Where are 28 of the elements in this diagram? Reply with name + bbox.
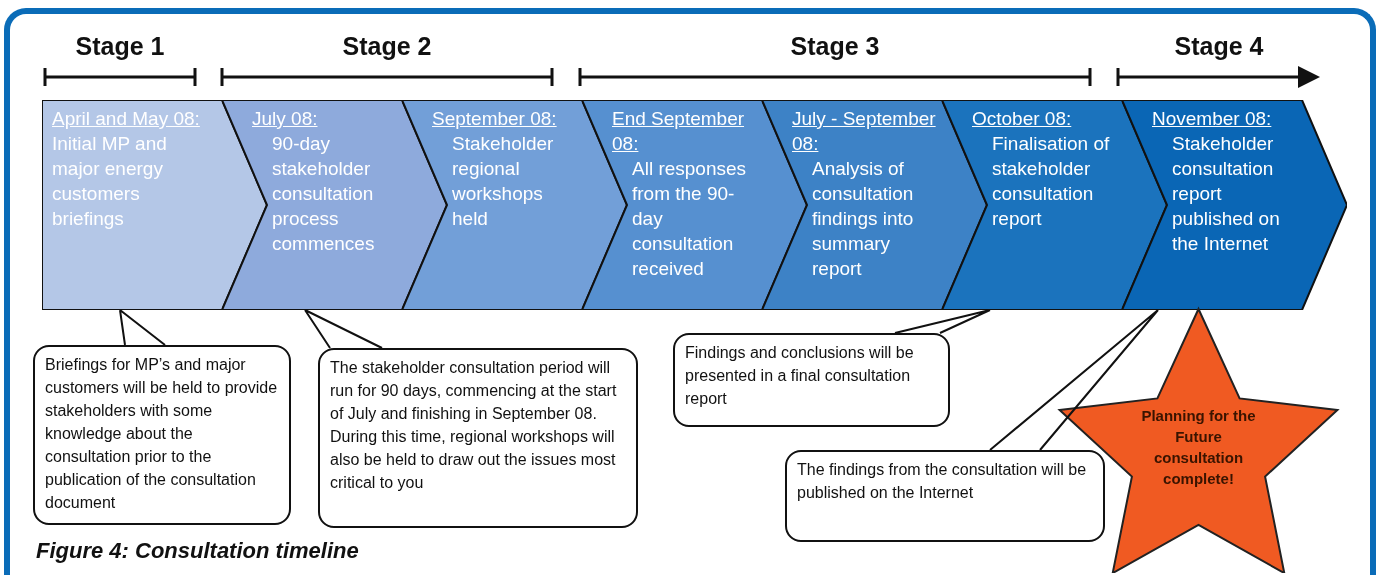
callout-bubble: Findings and conclusions will be presented in a final consultation report	[673, 333, 950, 427]
step-text: Finalisation of stakeholder consultation report	[992, 132, 1111, 231]
star-text: Planning for the Future consultation complete!	[1140, 406, 1257, 489]
stage-label: Stage 2	[341, 32, 433, 61]
step-text: Stakeholder regional workshops held	[452, 132, 555, 231]
step-text: Analysis of consultation findings into summary report	[812, 157, 915, 281]
stage-label: Stage 4	[1173, 32, 1265, 61]
date-heading: October 08:	[972, 107, 1073, 131]
date-heading: End September 08:	[612, 107, 746, 156]
step-text: 90-day stakeholder consultation process commences	[272, 132, 376, 256]
date-heading: April and May 08:	[52, 107, 201, 131]
callout-bubble: Briefings for MP’s and major customers will be held to provide stakeholders with some knowledge about the consultation prior to the publication of the consultation document	[33, 345, 291, 525]
date-heading: November 08:	[1152, 107, 1273, 131]
callout-tail	[989, 309, 1159, 451]
date-heading: July 08:	[252, 107, 319, 131]
callout-bubble: The stakeholder consultation period will run for 90 days, commencing at the start of July and finishing in September 08. During this time, regional workshops will also be held to draw out the issues most critical to you	[318, 348, 638, 528]
step-text: Stakeholder consultation report published on the Internet	[1172, 132, 1281, 256]
date-heading: July - September 08:	[792, 107, 937, 156]
stage-label: Stage 1	[74, 32, 166, 61]
step-text: Initial MP and major energy customers briefings	[52, 132, 168, 231]
chevron-step	[1122, 100, 1347, 310]
callout-tail	[304, 309, 383, 349]
figure-caption: Figure 4: Consultation timeline	[36, 538, 359, 564]
callout-bubble: The findings from the consultation will be published on the Internet	[785, 450, 1105, 542]
callout-tail	[119, 309, 166, 346]
stage-label: Stage 3	[789, 32, 881, 61]
date-heading: September 08:	[432, 107, 558, 131]
step-text: All responses from the 90-day consultation received	[632, 157, 748, 281]
